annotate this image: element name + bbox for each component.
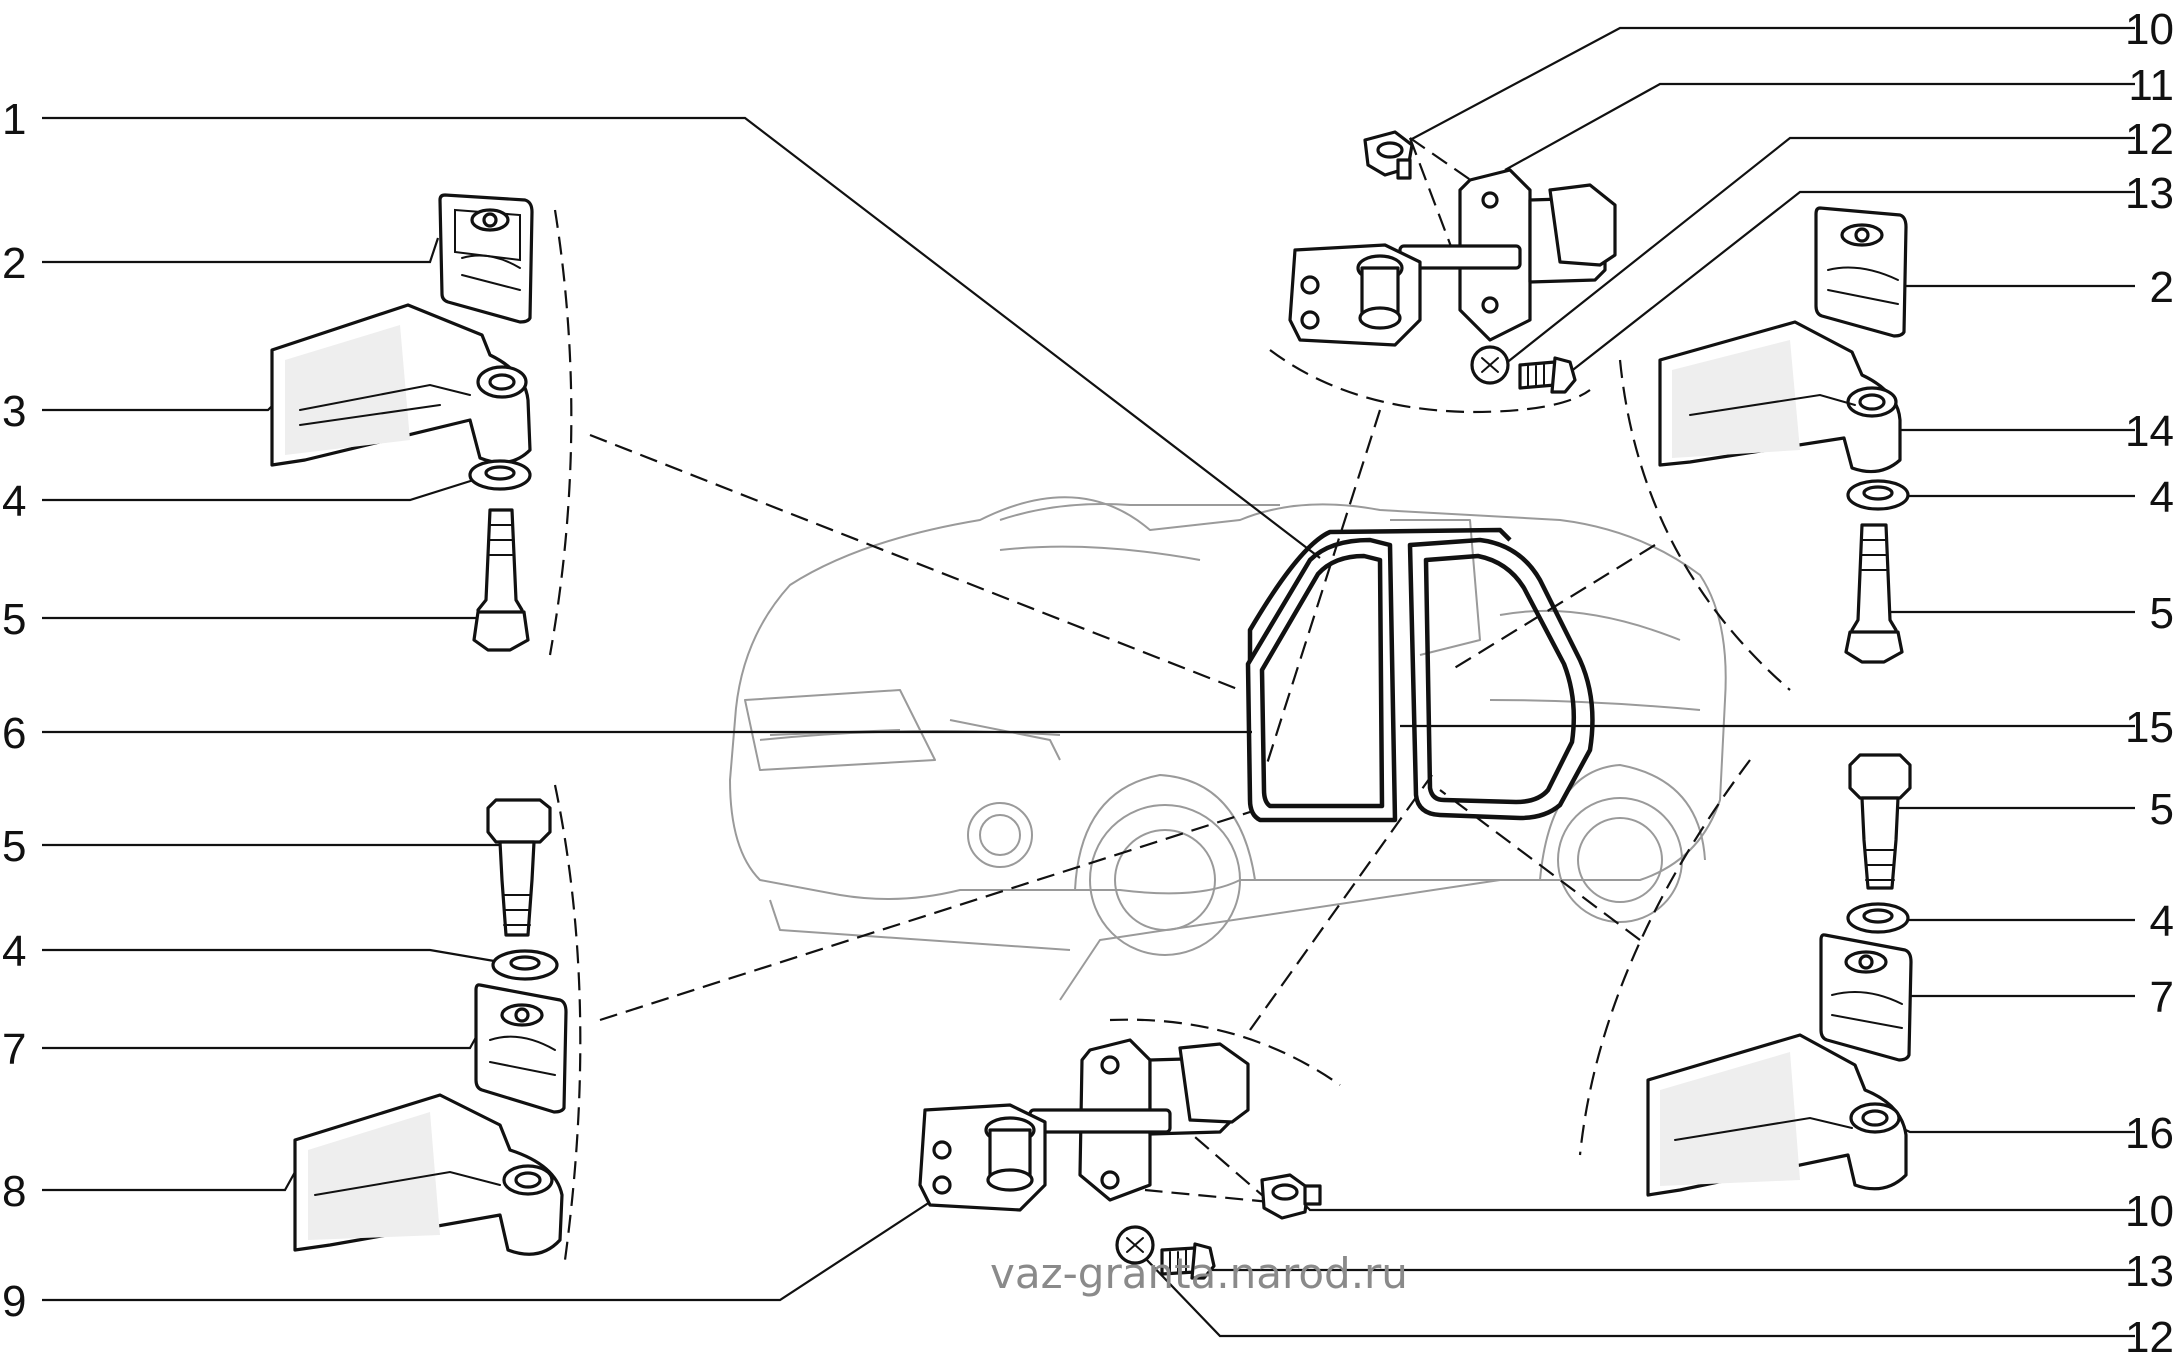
callout-2: 2: [2, 239, 26, 288]
dashed-group-arcs: [548, 137, 1791, 1261]
hinge-body-half-upper-left: [270, 303, 532, 467]
washer-upper-left: [468, 459, 532, 491]
callout-2-right: 2: [2150, 263, 2174, 312]
callout-10: 10: [2125, 5, 2174, 54]
hinge-body-half-upper-right: [1658, 320, 1902, 474]
callout-7: 7: [2, 1025, 26, 1074]
door-check-upper: [1288, 130, 1617, 394]
callout-10-lower: 10: [2125, 1187, 2174, 1236]
callout-labels-right: 10 11 12 13 2 14 4 5 15 5 4 7 16 10 13 1…: [2125, 5, 2174, 1362]
callout-5-lower: 5: [2, 822, 26, 871]
callout-15: 15: [2125, 703, 2174, 752]
washer-lower-right: [1846, 902, 1910, 934]
callout-14: 14: [2125, 407, 2174, 456]
hinge-body-half-lower-right: [1646, 1033, 1908, 1197]
car-body-outline: [729, 496, 1727, 1001]
hinge-pin-lower-left: [486, 798, 552, 937]
hinge-door-half-upper-left: [438, 193, 534, 324]
washer-upper-right: [1846, 479, 1910, 511]
callout-6: 6: [2, 709, 26, 758]
hinge-door-half-lower-right: [1819, 933, 1913, 1062]
callout-12: 12: [2125, 115, 2174, 164]
callout-7-right: 7: [2150, 973, 2174, 1022]
callout-4-lower: 4: [2, 927, 26, 976]
hinge-pin-upper-left: [472, 508, 530, 652]
callout-13: 13: [2125, 169, 2174, 218]
watermark: vaz-granta.narod.ru: [990, 1249, 1408, 1298]
hinge-door-half-upper-right: [1814, 206, 1908, 338]
callout-16: 16: [2125, 1109, 2174, 1158]
callout-5-right-lower: 5: [2150, 785, 2174, 834]
callout-1: 1: [2, 95, 26, 144]
hinge-body-half-lower-left: [293, 1093, 564, 1256]
callout-12-lower: 12: [2125, 1313, 2174, 1362]
callout-labels-left: 1 2 3 4 5 6 5 4 7 8 9: [2, 95, 26, 1326]
callout-4: 4: [2, 477, 26, 526]
callout-13-lower: 13: [2125, 1247, 2174, 1296]
callout-11: 11: [2128, 61, 2174, 110]
door-check-lower: [918, 1038, 1322, 1280]
hinge-pin-lower-right: [1848, 753, 1912, 890]
callout-4-right-lower: 4: [2150, 897, 2174, 946]
callout-3: 3: [2, 387, 26, 436]
washer-lower-left: [491, 949, 559, 981]
callout-4-right: 4: [2150, 473, 2174, 522]
callout-9: 9: [2, 1277, 26, 1326]
hinge-door-half-lower-left: [474, 983, 568, 1114]
callout-8: 8: [2, 1167, 26, 1216]
hinge-pin-upper-right: [1844, 523, 1904, 664]
callout-5: 5: [2, 595, 26, 644]
door-seals: [1245, 527, 1595, 823]
callout-5-right: 5: [2150, 589, 2174, 638]
